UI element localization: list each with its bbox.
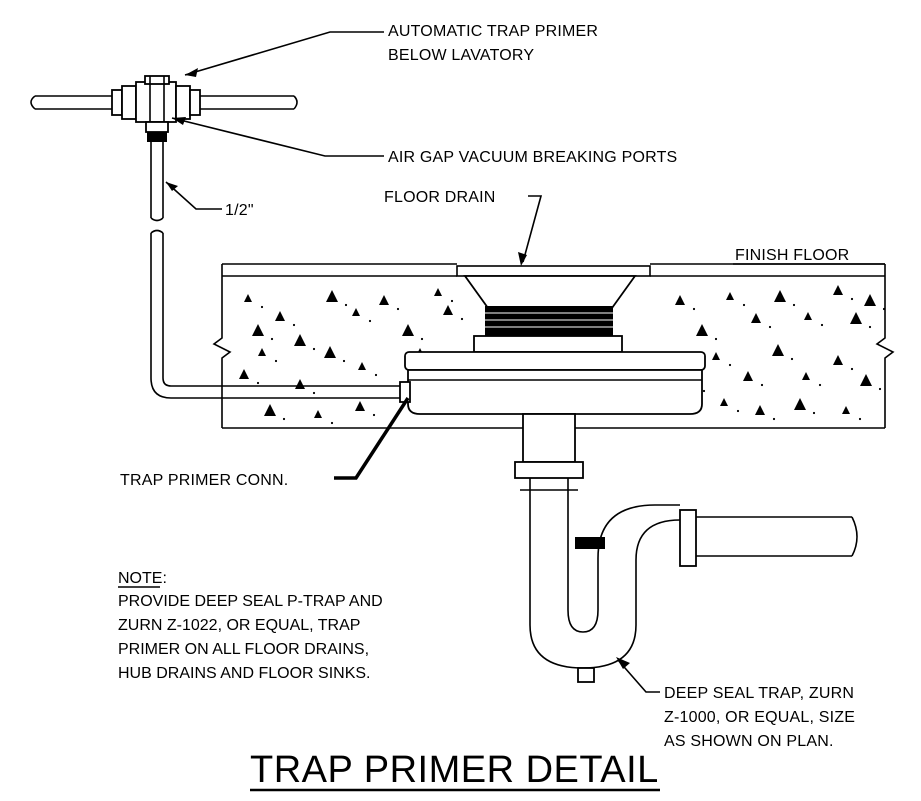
- aggregate-dot: [372, 413, 376, 417]
- aggregate-mark: [751, 313, 761, 323]
- aggregate-mark: [720, 398, 728, 406]
- floor-drain-label: FLOOR DRAIN: [384, 189, 496, 206]
- deep-seal-label-line2: Z-1000, OR EQUAL, SIZE: [664, 709, 855, 726]
- note-heading: NOTE:: [118, 570, 167, 587]
- aggregate-mark: [355, 401, 365, 411]
- aggregate-mark: [239, 369, 249, 379]
- finish-floor-label: FINISH FLOOR: [735, 247, 849, 264]
- aggregate-mark: [402, 324, 414, 336]
- aggregate-dot: [312, 391, 316, 395]
- trap-primer-conn-label: TRAP PRIMER CONN.: [120, 472, 288, 489]
- aggregate-dot: [292, 323, 296, 327]
- aggregate-mark: [712, 352, 720, 360]
- aggregate-mark: [379, 295, 389, 305]
- aggregate-dot: [342, 359, 346, 363]
- aggregate-dot: [374, 373, 378, 377]
- aggregate-mark: [864, 294, 876, 306]
- aggregate-dot: [868, 325, 872, 329]
- aggregate-dot: [736, 409, 740, 413]
- aggregate-mark: [244, 294, 252, 302]
- aggregate-mark: [743, 371, 753, 381]
- aggregate-dot: [858, 417, 862, 421]
- note-line: HUB DRAINS AND FLOOR SINKS.: [118, 665, 371, 682]
- aggregate-dot: [256, 381, 260, 385]
- aggregate-dot: [282, 417, 286, 421]
- aggregate-mark: [326, 290, 338, 302]
- aggregate-mark: [275, 311, 285, 321]
- aggregate-dot: [274, 359, 278, 363]
- air-gap-label: AIR GAP VACUUM BREAKING PORTS: [388, 149, 677, 166]
- aggregate-dot: [818, 383, 822, 387]
- aggregate-dot: [420, 337, 424, 341]
- aggregate-mark: [755, 405, 765, 415]
- aggregate-mark: [324, 346, 336, 358]
- aggregate-mark: [294, 334, 306, 346]
- aggregate-mark: [772, 344, 784, 356]
- aggregate-mark: [804, 312, 812, 320]
- deep-seal-label-line1: DEEP SEAL TRAP, ZURN: [664, 685, 854, 702]
- aggregate-mark: [850, 312, 862, 324]
- aggregate-dot: [260, 305, 264, 309]
- aggregate-dot: [820, 323, 824, 327]
- aggregate-dot: [882, 307, 886, 311]
- aggregate-dot: [792, 303, 796, 307]
- aggregate-dot: [450, 299, 454, 303]
- aggregate-dot: [760, 383, 764, 387]
- general-note: NOTE: PROVIDE DEEP SEAL P-TRAP AND ZURN …: [118, 570, 383, 682]
- aggregate-dot: [850, 367, 854, 371]
- aggregate-dot: [396, 307, 400, 311]
- aggregate-mark: [443, 305, 453, 315]
- deep-seal-label-line3: AS SHOWN ON PLAN.: [664, 733, 834, 750]
- aggregate-mark: [696, 324, 708, 336]
- aggregate-dot: [330, 421, 334, 425]
- aggregate-dot: [850, 297, 854, 301]
- aggregate-mark: [675, 295, 685, 305]
- aggregate-dot: [368, 319, 372, 323]
- aggregate-mark: [802, 372, 810, 380]
- aggregate-mark: [352, 308, 360, 316]
- aggregate-mark: [774, 290, 786, 302]
- aggregate-dot: [768, 325, 772, 329]
- aggregate-mark: [295, 379, 305, 389]
- aggregate-dot: [270, 337, 274, 341]
- primer-leaders: [165, 31, 384, 210]
- aggregate-dot: [728, 363, 732, 367]
- aggregate-mark: [833, 355, 843, 365]
- aggregate-mark: [314, 410, 322, 418]
- aggregate-dot: [790, 357, 794, 361]
- aggregate-dot: [692, 307, 696, 311]
- deep-seal-p-trap: [514, 413, 858, 683]
- aggregate-dot: [312, 347, 316, 351]
- aggregate-dot: [702, 389, 706, 393]
- trap-primer-assembly: [30, 75, 408, 399]
- aggregate-mark: [264, 404, 276, 416]
- aggregate-dot: [772, 417, 776, 421]
- aggregate-dot: [714, 337, 718, 341]
- aggregate-mark: [842, 406, 850, 414]
- note-line: PRIMER ON ALL FLOOR DRAINS,: [118, 641, 369, 658]
- primer-label-line1: AUTOMATIC TRAP PRIMER: [388, 23, 598, 40]
- aggregate-dot: [344, 303, 348, 307]
- note-line: PROVIDE DEEP SEAL P-TRAP AND: [118, 593, 383, 610]
- aggregate-mark: [794, 398, 806, 410]
- aggregate-mark: [833, 285, 843, 295]
- aggregate-mark: [252, 324, 264, 336]
- aggregate-dot: [460, 317, 464, 321]
- aggregate-mark: [258, 348, 266, 356]
- drawing-title: TRAP PRIMER DETAIL: [250, 749, 659, 791]
- floor-drain: [399, 265, 706, 415]
- primer-label-line2: BELOW LAVATORY: [388, 47, 534, 64]
- aggregate-dot: [812, 411, 816, 415]
- aggregate-dot: [742, 303, 746, 307]
- pipe-size-label: 1/2": [225, 202, 254, 219]
- aggregate-mark: [726, 292, 734, 300]
- aggregate-dot: [878, 387, 882, 391]
- aggregate-mark: [860, 374, 872, 386]
- note-line: ZURN Z-1022, OR EQUAL, TRAP: [118, 617, 360, 634]
- aggregate-mark: [358, 362, 366, 370]
- aggregate-mark: [434, 288, 442, 296]
